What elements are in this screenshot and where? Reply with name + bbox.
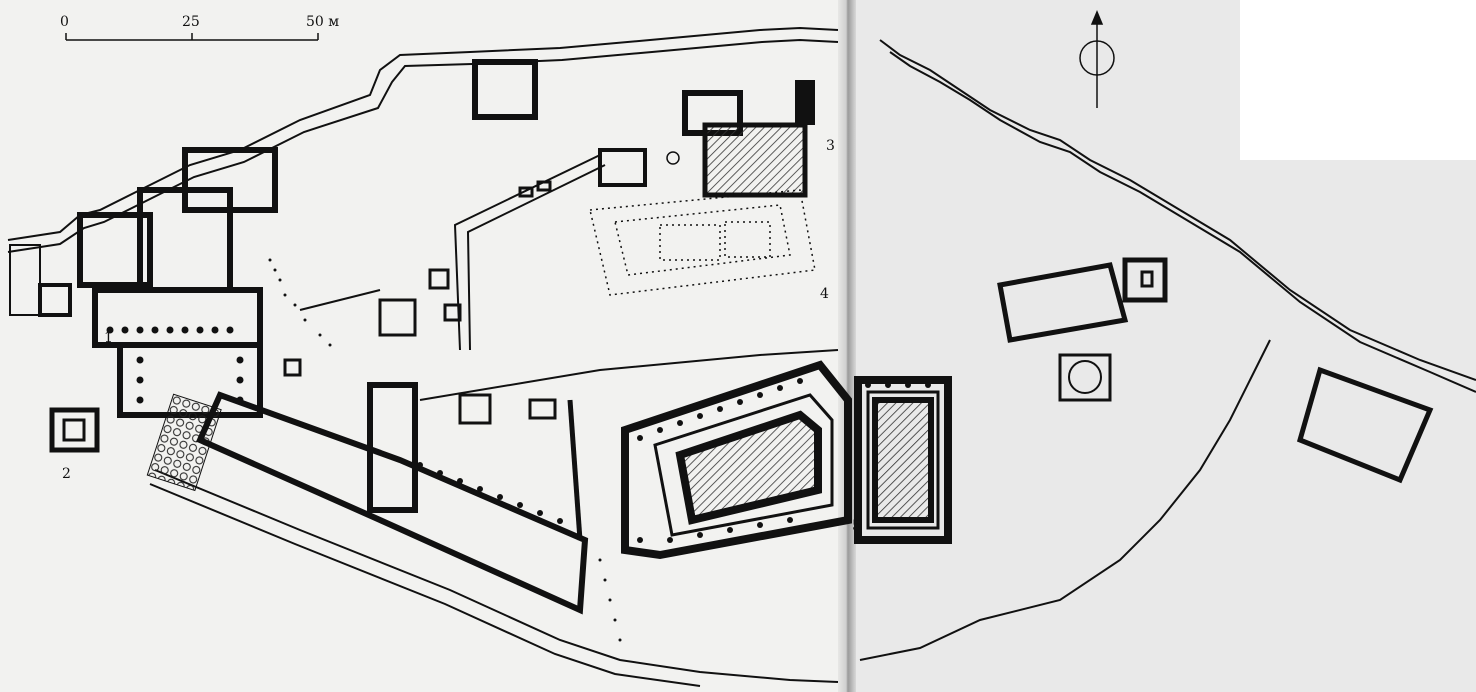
erechtheion — [598, 80, 815, 198]
terrace-lines — [299, 154, 839, 401]
small-structures — [283, 180, 557, 425]
right-page-blank-corner — [1240, 0, 1476, 160]
propylaea-columns — [106, 326, 244, 404]
parthenon-colonnade — [637, 378, 951, 543]
north-arrow-icon — [1079, 10, 1115, 108]
fortification-wall — [7, 26, 1476, 687]
plan-number-2: 2 — [62, 466, 71, 482]
parthenon — [621, 360, 952, 560]
plan-number-5: 5 — [852, 518, 861, 534]
plan-number-4: 4 — [820, 286, 829, 302]
north-building — [472, 59, 538, 120]
nike-temple — [49, 407, 100, 453]
scale-zero-label: 0 — [60, 14, 69, 30]
south-stoa-columns — [417, 462, 563, 524]
stoa-east-wall — [567, 399, 583, 541]
scale-end-label: 50 м — [306, 14, 340, 30]
tholos-circle-icon — [1058, 353, 1112, 402]
scale-bar — [65, 33, 319, 41]
west-tower — [9, 244, 72, 317]
scale-mid-label: 25 — [182, 14, 200, 30]
south-stoa — [196, 382, 589, 615]
old-temple-foundations — [589, 189, 816, 296]
east-structures — [997, 257, 1434, 484]
propylaea — [77, 147, 278, 418]
processional-path — [268, 258, 622, 642]
plan-number-1: 1 — [104, 330, 113, 346]
plan-number-3: 3 — [826, 138, 835, 154]
stone-ramp — [146, 393, 222, 492]
